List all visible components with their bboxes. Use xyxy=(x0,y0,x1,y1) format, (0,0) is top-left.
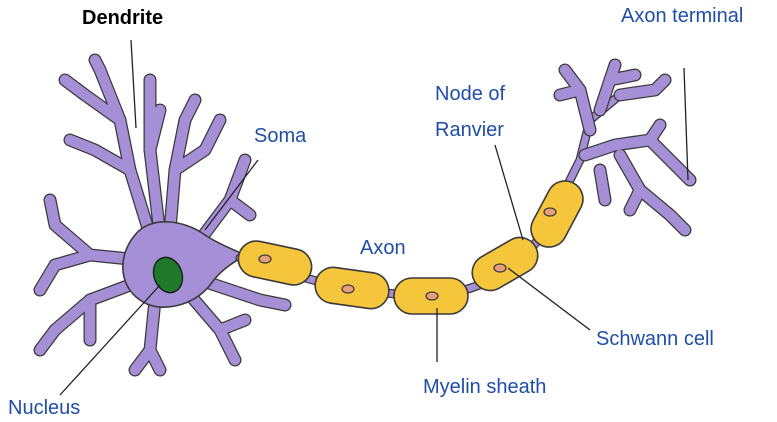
nucleus xyxy=(152,256,184,294)
schwann-cell-3 xyxy=(393,277,469,315)
axon-terminal-leader xyxy=(683,67,689,181)
node-of-ranvier-leader xyxy=(494,144,524,241)
schwann-cell-5 xyxy=(530,180,584,248)
leader-lines xyxy=(59,39,689,396)
schwann-cell-1 xyxy=(237,240,313,286)
soma-leader xyxy=(204,159,259,231)
soma xyxy=(122,221,246,308)
schwann-cell-2 xyxy=(314,266,390,310)
node-of-ranvier-label-line2: Ranvier xyxy=(435,119,504,141)
axon-terminal-label: Axon terminal xyxy=(621,5,743,27)
axon-terminal xyxy=(553,58,697,237)
labels: Dendrite Axon terminal Soma Node of Ranv… xyxy=(8,5,743,419)
dendrite-leader xyxy=(130,39,137,129)
soma-label: Soma xyxy=(254,125,307,147)
myelin-sheaths xyxy=(237,180,584,315)
nucleus-label: Nucleus xyxy=(8,397,80,419)
schwann-cell-leader xyxy=(507,267,591,331)
axon-label: Axon xyxy=(360,237,406,259)
schwann-cell-label: Schwann cell xyxy=(596,328,714,350)
dendrites xyxy=(33,53,292,377)
nucleus-leader xyxy=(59,284,161,396)
schwann-cell-4 xyxy=(471,236,539,292)
node-of-ranvier-label-line1: Node of xyxy=(435,83,505,105)
dendrite-label: Dendrite xyxy=(82,7,163,29)
myelin-sheath-label: Myelin sheath xyxy=(423,376,546,398)
